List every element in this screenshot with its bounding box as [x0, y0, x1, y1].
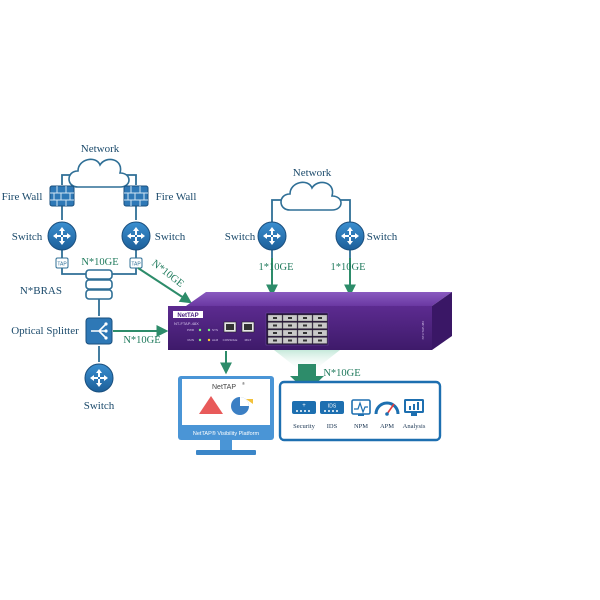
ids-badge: IDS	[328, 404, 337, 410]
right-firewall-icon	[123, 185, 149, 207]
right-left-switch-icon	[257, 221, 287, 251]
left-tap-icon	[55, 257, 69, 269]
sfp-port-socket-icon	[303, 324, 307, 327]
monitor-neck	[220, 440, 232, 450]
right-right-switch-icon	[335, 221, 365, 251]
device-brand-label: NetTAP	[177, 313, 198, 319]
tool-apm[interactable]: APM	[374, 401, 400, 430]
monitor-logo: NetTAP	[212, 384, 236, 391]
device-model-label: NT-FTAP-48X	[174, 321, 199, 326]
sfp-port-socket-icon	[288, 339, 292, 342]
tool-label: IDS	[327, 423, 338, 430]
sfp-port-socket-icon	[288, 332, 292, 334]
tool-security[interactable]: + Security	[292, 401, 316, 430]
tool-label: APM	[380, 423, 394, 430]
left-firewall-icon	[49, 185, 75, 207]
sfp-port-socket-icon	[318, 332, 322, 334]
sfp-port-socket-icon	[273, 324, 277, 327]
sfp-port-socket-icon	[273, 332, 277, 334]
nettap-device: NetTAP NT-FTAP-48X PWR SYS RUN ALM CONSO…	[168, 292, 452, 350]
left-topology-links	[61, 174, 137, 362]
right-topology: Network Switch Switch 1*10GE 1*10GE	[225, 167, 398, 297]
output-down-arrow-icon	[290, 364, 324, 392]
led-label: SYS	[212, 328, 218, 332]
tool-label: Analysis	[403, 423, 426, 430]
sfp-port-socket-icon	[318, 339, 322, 342]
console-port-socket-icon	[226, 324, 234, 330]
left-switch-icon	[47, 221, 77, 251]
left-network-label: Network	[81, 143, 120, 155]
tool-label: Security	[293, 423, 315, 430]
led-label: RUN	[188, 338, 195, 342]
led-label: ALM	[212, 338, 219, 342]
monitor-triangle-icon	[199, 396, 223, 414]
tool-npm[interactable]: NPM	[351, 399, 371, 430]
sfp-port-socket-icon	[273, 317, 277, 319]
npm-monitor-icon	[351, 399, 371, 416]
led-label: PWR	[187, 328, 195, 332]
sfp-port-socket-icon	[303, 339, 307, 342]
device-side-face	[432, 292, 452, 350]
tool-analysis[interactable]: Analysis	[403, 399, 426, 430]
diag-link-label: N*10GE	[149, 258, 185, 290]
security-appliance-icon	[292, 401, 316, 414]
splitter-link-label: N*10GE	[123, 335, 160, 346]
right-left-switch-label: Switch	[225, 231, 256, 243]
left-network-cloud-icon	[68, 158, 130, 188]
right-switch-icon	[121, 221, 151, 251]
sfp-port-socket-icon	[318, 324, 322, 327]
bottom-switch-icon	[84, 363, 114, 393]
tools-panel-frame	[278, 380, 442, 442]
console-port-label: CONSOLE	[223, 338, 238, 342]
right-network-label: Network	[293, 167, 332, 179]
sfp-port-socket-icon	[318, 317, 322, 319]
output-link-label: N*10GE	[323, 368, 360, 379]
monitor-screen	[182, 379, 270, 425]
right-right-link-label: 1*10GE	[331, 262, 366, 273]
right-firewall-label: Fire Wall	[156, 191, 197, 203]
left-switch-label: Switch	[12, 231, 43, 243]
monitor-caption: NetTAP® Visibility Platform	[193, 430, 260, 437]
optical-splitter-icon	[85, 317, 113, 345]
sfp-port-socket-icon	[303, 332, 307, 334]
mgmt-port-label: MGT	[245, 338, 252, 342]
device-side-text: NT-FTAP-48X	[421, 321, 425, 340]
device-brand-plate	[173, 311, 203, 318]
sfp-port-socket-icon	[303, 317, 307, 319]
tool-ids[interactable]: IDS IDS	[320, 401, 344, 430]
right-right-switch-label: Switch	[367, 231, 398, 243]
right-network-cloud-icon	[280, 181, 342, 211]
right-tap-icon	[129, 257, 143, 269]
monitor-pie-chart-icon	[231, 397, 253, 415]
right-left-link-label: 1*10GE	[259, 262, 294, 273]
left-topology: Network Fire Wall Fire Wall Switch Switc…	[2, 143, 197, 412]
analysis-monitor-icon	[404, 399, 424, 416]
bras-server-icon	[85, 269, 113, 300]
optical-splitter-label: Optical Splitter	[11, 325, 79, 337]
left-10ge-link-label: N*10GE	[81, 257, 118, 268]
sfp-ports	[267, 314, 328, 344]
visibility-platform-monitor: NetTAP ® NetTAP® Visibility Platform	[178, 376, 274, 455]
security-badge: +	[302, 403, 306, 409]
monitor-stand	[196, 450, 256, 455]
device-top-face	[186, 292, 452, 306]
device-leds: PWR SYS RUN ALM	[187, 328, 219, 342]
tools-panel: + Security IDS IDS NPM APM	[278, 380, 442, 442]
bras-label: N*BRAS	[20, 285, 62, 297]
bottom-switch-label: Switch	[84, 400, 115, 412]
output-beam	[274, 350, 340, 372]
left-firewall-label: Fire Wall	[2, 191, 43, 203]
sfp-port-block	[265, 312, 329, 346]
sfp-port-socket-icon	[273, 339, 277, 342]
sfp-port-socket-icon	[288, 324, 292, 327]
ids-appliance-icon	[320, 401, 344, 414]
apm-gauge-icon	[374, 401, 400, 416]
sfp-port-socket-icon	[288, 317, 292, 319]
tool-label: NPM	[354, 423, 368, 430]
monitor-logo-mark: ®	[242, 381, 245, 386]
mgmt-port-socket-icon	[244, 324, 252, 330]
tap-to-device-arrow	[137, 267, 193, 304]
right-switch-label: Switch	[155, 231, 186, 243]
